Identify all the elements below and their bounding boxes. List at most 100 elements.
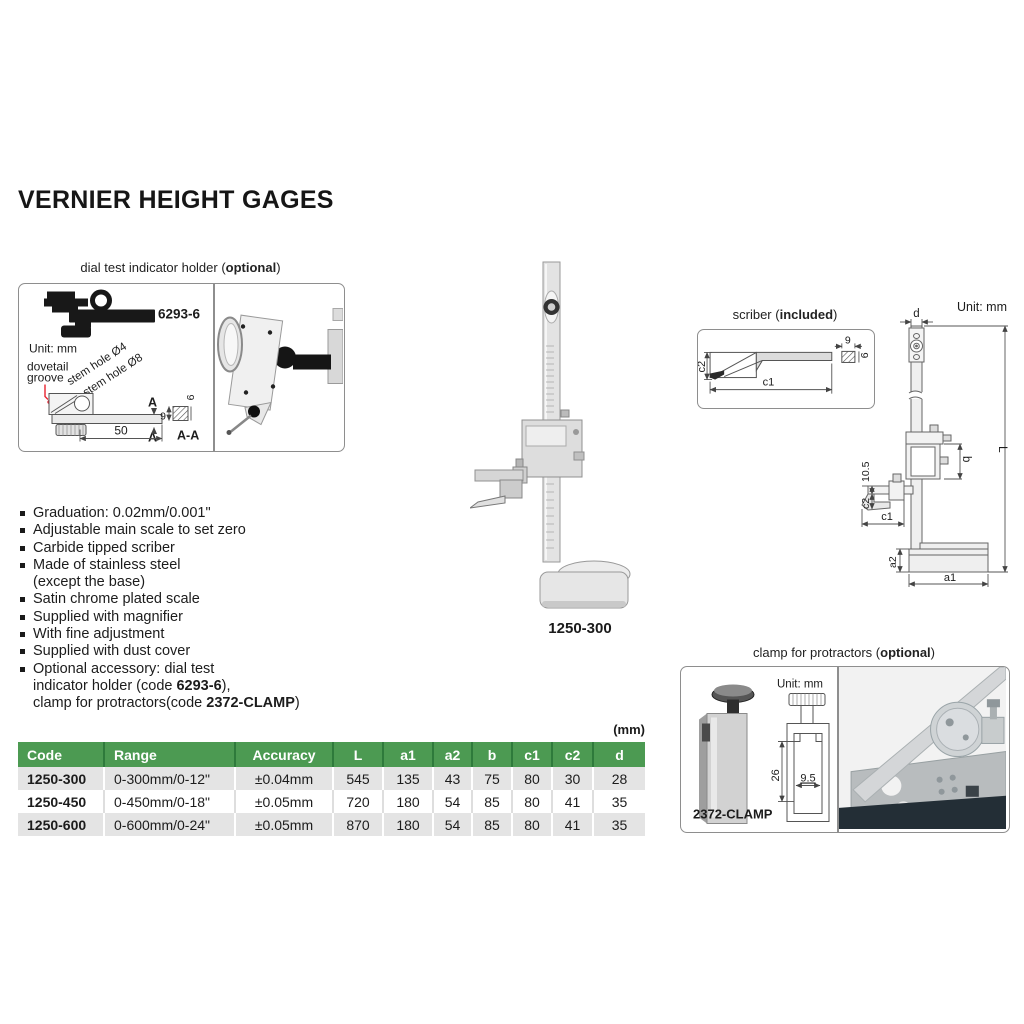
col-header-a1: a1 bbox=[382, 742, 433, 767]
probe-needle bbox=[229, 414, 252, 433]
scriber-caption: scriber (included) bbox=[732, 307, 838, 322]
holder-silhouette bbox=[44, 289, 155, 338]
dial-indicator-photo bbox=[216, 308, 343, 435]
dim-105-label: 10.5 bbox=[860, 461, 872, 482]
slider-assembly bbox=[521, 419, 585, 478]
bullet-square bbox=[20, 511, 25, 516]
scriber-arm bbox=[470, 469, 524, 509]
col-header-d: d bbox=[592, 742, 645, 767]
holder-line-drawing bbox=[48, 393, 163, 436]
dim-d-label: d bbox=[913, 308, 919, 320]
table-header-row: Code Range Accuracy L a1 a2 b c1 c2 d bbox=[18, 742, 645, 767]
blade-cross-section bbox=[834, 343, 862, 363]
dim-a1-label: a1 bbox=[944, 572, 956, 584]
holder-code-label: 6293-6 bbox=[158, 307, 201, 322]
list-item-continuation: indicator holder (code 6293-6), bbox=[33, 677, 231, 694]
clamp-line-drawing bbox=[786, 693, 830, 822]
dial-holder-caption-pre: dial test indicator holder ( bbox=[80, 260, 226, 275]
dim-b-label: b bbox=[960, 456, 972, 462]
clamp-usage-photo bbox=[838, 667, 1006, 829]
base-body bbox=[539, 571, 629, 609]
dim-c2-lines bbox=[704, 351, 713, 381]
col-header-range: Range bbox=[103, 742, 235, 767]
dim-50-label: 50 bbox=[114, 424, 128, 438]
section-a-bottom-label: A bbox=[148, 431, 157, 445]
height-gage-photo bbox=[470, 261, 631, 609]
holder-unit-label: Unit: mm bbox=[29, 342, 77, 356]
dial-holder-caption-suf: ) bbox=[276, 260, 281, 275]
bullet-square bbox=[20, 614, 25, 620]
page-title: VERNIER HEIGHT GAGES bbox=[18, 186, 334, 214]
clamp-unit-label: Unit: mm bbox=[777, 679, 823, 691]
dim-c1-label: c1 bbox=[763, 377, 775, 389]
feature-list: Graduation: 0.02mm/0.001" Adjustable mai… bbox=[20, 505, 350, 713]
col-header-accuracy: Accuracy bbox=[234, 742, 333, 767]
panel-divider bbox=[837, 667, 839, 832]
bullet-square bbox=[20, 666, 25, 672]
dim-L-label: L bbox=[996, 446, 1010, 453]
bullet-square bbox=[20, 528, 25, 534]
clamp-caption: clamp for protractors (optional) bbox=[752, 645, 936, 660]
list-item: Carbide tipped scriber bbox=[20, 540, 350, 557]
list-item: Supplied with dust cover bbox=[20, 643, 350, 660]
dim-26-label: 26 bbox=[770, 769, 782, 781]
dovetail-label-line1: dovetail bbox=[27, 360, 68, 374]
dim-9-rot-label: 9 bbox=[184, 395, 196, 401]
list-item: Satin chrome plated scale bbox=[20, 591, 350, 608]
scriber-panel: c2 c1 9 9 bbox=[697, 329, 875, 409]
bullet-square bbox=[20, 649, 25, 655]
dial-holder-caption: dial test indicator holder (optional) bbox=[18, 260, 343, 275]
col-header-b: b bbox=[471, 742, 512, 767]
dim-26-lines bbox=[778, 741, 794, 802]
dovetail-label-line2: groove bbox=[27, 371, 64, 385]
dial-holder-panel: 6293-6 Unit: mm dovetail groove stem hol… bbox=[18, 283, 345, 452]
gage-outline bbox=[861, 325, 989, 573]
section-aa-label: A-A bbox=[177, 429, 199, 443]
list-item: Adjustable main scale to set zero bbox=[20, 522, 350, 539]
list-item: Made of stainless steel bbox=[20, 557, 350, 574]
table-row: 1250-600 0-600mm/0-24" ±0.05mm 870 180 5… bbox=[18, 813, 645, 836]
probe-pivot bbox=[247, 405, 260, 418]
list-item-continuation: (except the base) bbox=[33, 574, 146, 591]
col-header-a2: a2 bbox=[432, 742, 472, 767]
table-unit-note: (mm) bbox=[613, 722, 645, 737]
indicator-screws bbox=[240, 324, 275, 395]
table-row: 1250-300 0-300mm/0-12" ±0.04mm 545 135 4… bbox=[18, 767, 645, 790]
clamp-panel: Unit: mm 26 9.5 2372-CLAMP bbox=[680, 666, 1010, 833]
bullet-square bbox=[20, 632, 25, 638]
scriber-drawing: c2 c1 9 9 bbox=[698, 334, 870, 394]
col-header-code: Code bbox=[18, 742, 104, 767]
dim-95-label: 9.5 bbox=[800, 773, 815, 785]
dim-c2-label: c2 bbox=[698, 361, 708, 373]
dial-holder-drawing: 6293-6 Unit: mm dovetail groove stem hol… bbox=[27, 289, 201, 445]
scriber-outline bbox=[709, 351, 833, 380]
dim-9-rot-label: 9 bbox=[858, 352, 870, 358]
dial-holder-caption-bold: optional bbox=[225, 260, 277, 275]
scale-ticks bbox=[546, 345, 554, 413]
section-a-top-label: A bbox=[148, 396, 157, 410]
clamp-photo-and-drawing: Unit: mm 26 9.5 2372-CLAMP bbox=[693, 679, 830, 824]
dim-c1-label: c1 bbox=[881, 511, 893, 523]
list-item: Supplied with magnifier bbox=[20, 609, 350, 626]
clamp-photo bbox=[699, 684, 755, 824]
photo-base bbox=[838, 795, 1006, 829]
panel-divider bbox=[213, 284, 215, 451]
clamp-in-use bbox=[980, 699, 1004, 744]
col-header-L: L bbox=[332, 742, 383, 767]
col-header-c2: c2 bbox=[551, 742, 593, 767]
col-header-c1: c1 bbox=[511, 742, 552, 767]
cross-section bbox=[166, 406, 192, 421]
bullet-square bbox=[20, 562, 25, 568]
dim-c1-lines bbox=[709, 363, 833, 394]
clamp-code-label: 2372-CLAMP bbox=[693, 807, 773, 822]
list-item: With fine adjustment bbox=[20, 626, 350, 643]
dim-9-top-label: 9 bbox=[845, 334, 851, 346]
table-row: 1250-450 0-450mm/0-18" ±0.05mm 720 180 5… bbox=[18, 790, 645, 813]
dimension-drawing: Unit: mm bbox=[860, 300, 1010, 587]
dim-9-left-label: 9 bbox=[160, 411, 166, 423]
bullet-square bbox=[20, 597, 25, 603]
drawing-unit-label: Unit: mm bbox=[957, 300, 1007, 314]
dim-50 bbox=[79, 424, 163, 442]
spec-table: Code Range Accuracy L a1 a2 b c1 c2 d 12… bbox=[18, 742, 645, 836]
